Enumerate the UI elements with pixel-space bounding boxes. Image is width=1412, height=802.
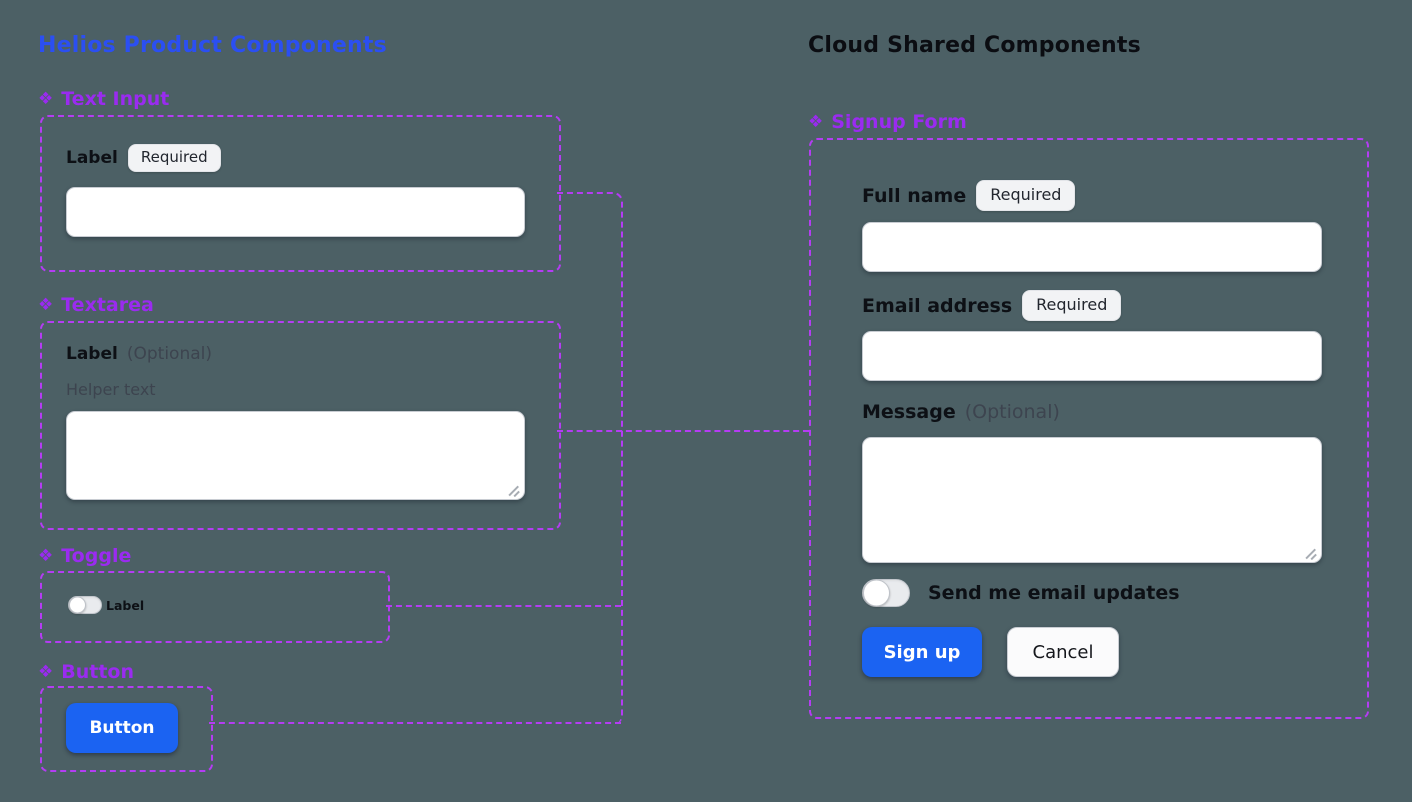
email-updates-label: Send me email updates [928, 582, 1180, 604]
component-boundary-button [40, 686, 213, 772]
component-boundary-toggle [40, 571, 390, 643]
component-boundary-text-input [40, 115, 561, 272]
connector-toggle-to-bus [386, 605, 621, 607]
component-boundary-textarea [40, 321, 561, 530]
section-header-label: Textarea [61, 294, 154, 316]
message-label: Message (Optional) [862, 401, 1060, 423]
component-icon: ❖ [38, 294, 54, 315]
message-textarea[interactable] [862, 437, 1322, 563]
toggle-knob [69, 596, 86, 614]
required-badge: Required [127, 144, 221, 172]
optional-text: (Optional) [964, 401, 1060, 423]
connector-bus [557, 192, 623, 725]
toggle-label: Label [106, 598, 145, 613]
component-icon: ❖ [38, 661, 54, 682]
email-label: Email address Required [862, 290, 1122, 321]
section-header-label: Toggle [61, 545, 132, 567]
optional-text: (Optional) [126, 344, 212, 364]
component-icon: ❖ [38, 88, 54, 109]
toggle-switch[interactable] [68, 596, 102, 614]
section-header-text-input: ❖ Text Input [38, 88, 169, 110]
textarea-field[interactable] [66, 411, 525, 500]
label-text: Message [862, 401, 956, 423]
section-header-button: ❖ Button [38, 661, 134, 683]
cloud-panel-title: Cloud Shared Components [808, 33, 1141, 58]
connector-button-to-bus [209, 722, 621, 724]
label-text: Send me email updates [928, 582, 1180, 604]
component-icon: ❖ [38, 545, 54, 566]
textarea-label: Label (Optional) [66, 344, 212, 364]
full-name-label: Full name Required [862, 180, 1076, 211]
required-badge: Required [976, 180, 1076, 211]
text-input-label: Label Required [66, 144, 221, 172]
text-input-field[interactable] [66, 187, 525, 237]
connector-textarea-to-form [557, 430, 809, 432]
component-boundary-signup-form [809, 138, 1369, 719]
full-name-input[interactable] [862, 222, 1322, 272]
sign-up-button[interactable]: Sign up [862, 627, 982, 677]
textarea-field-wrap [66, 411, 525, 500]
cancel-button[interactable]: Cancel [1007, 627, 1119, 677]
section-header-label: Signup Form [831, 111, 967, 133]
section-header-label: Button [61, 661, 135, 683]
label-text: Full name [862, 184, 967, 207]
label-text: Label [66, 148, 118, 168]
sample-button[interactable]: Button [66, 703, 178, 753]
email-updates-toggle[interactable] [862, 579, 910, 607]
section-header-signup-form: ❖ Signup Form [808, 111, 967, 133]
label-text: Label [66, 344, 118, 364]
component-icon: ❖ [808, 111, 824, 132]
section-header-label: Text Input [61, 88, 170, 110]
email-input[interactable] [862, 331, 1322, 381]
helper-text: Helper text [66, 380, 156, 399]
section-header-toggle: ❖ Toggle [38, 545, 131, 567]
section-header-textarea: ❖ Textarea [38, 294, 154, 316]
label-text: Email address [862, 294, 1013, 317]
toggle-knob [863, 579, 890, 607]
helios-panel-title: Helios Product Components [38, 33, 387, 58]
required-badge: Required [1022, 290, 1122, 321]
message-field-wrap [862, 437, 1322, 563]
